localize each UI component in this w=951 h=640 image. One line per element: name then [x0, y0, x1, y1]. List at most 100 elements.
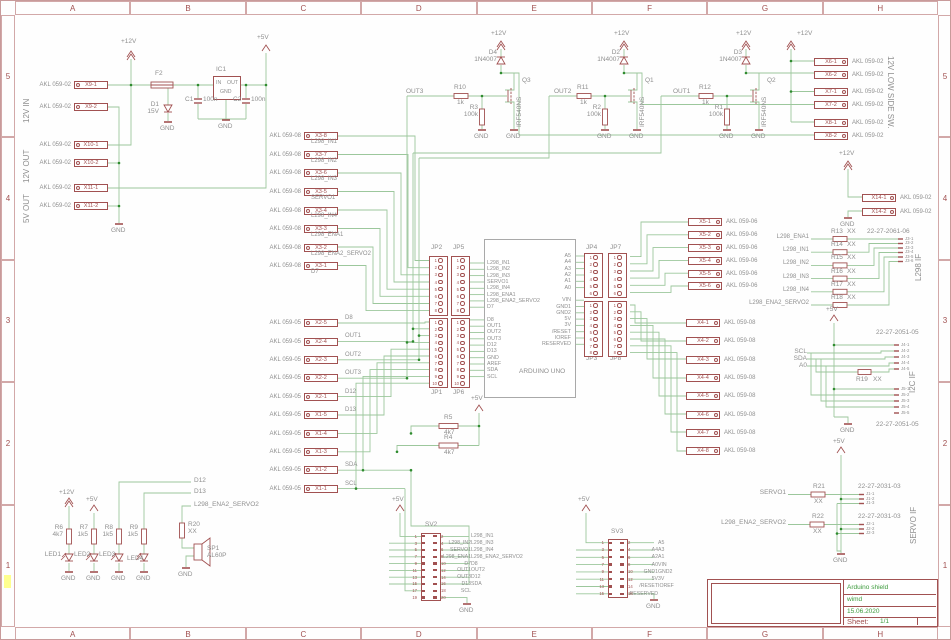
terminal[interactable]: X3-7	[304, 150, 338, 159]
net-label: SDA	[345, 462, 358, 469]
terminal[interactable]: X4-8	[686, 447, 720, 456]
terminal[interactable]: X3-4	[304, 206, 338, 215]
terminal[interactable]: X2-5	[304, 319, 338, 328]
terminal-pin-icon	[842, 59, 846, 64]
terminal[interactable]: X10-2	[74, 159, 108, 167]
pin-pad-icon	[460, 258, 465, 263]
supply-5v-label: +5V	[578, 496, 590, 503]
terminal-name: X4-1	[697, 320, 709, 327]
arduino-uno-block[interactable]	[484, 239, 576, 398]
terminal-pin-icon	[842, 133, 846, 138]
terminal[interactable]: X5-5	[688, 269, 722, 278]
terminal[interactable]: X6-2	[814, 70, 848, 79]
terminal[interactable]: X9-2	[74, 103, 108, 111]
gnd-label: GND	[111, 575, 126, 582]
terminal[interactable]: X3-2	[304, 243, 338, 252]
terminal[interactable]: X2-4	[304, 337, 338, 346]
supply-12v-label: +12V	[736, 30, 752, 37]
terminal-name: X4-7	[697, 429, 709, 436]
terminal[interactable]: X14-1	[862, 194, 896, 202]
terminal[interactable]: X1-3	[304, 447, 338, 456]
pin-label: J2-1	[866, 521, 875, 526]
terminal[interactable]: X6-1	[814, 57, 848, 66]
terminal-name: X2-2	[315, 375, 327, 382]
terminal[interactable]: X1-1	[304, 484, 338, 493]
terminal-name: X1-5	[315, 412, 327, 419]
terminal-pin-icon	[306, 208, 310, 213]
pin-pad-icon	[433, 576, 437, 579]
terminal[interactable]: X7-2	[814, 101, 848, 109]
terminal-pin-icon	[306, 134, 310, 139]
terminal[interactable]: X1-5	[304, 411, 338, 420]
terminal[interactable]: X11-1	[74, 184, 108, 192]
pin-number: 10	[628, 569, 633, 575]
terminal[interactable]: X7-1	[814, 88, 848, 96]
pin-pad-icon	[438, 272, 443, 278]
connector-sv3[interactable]	[608, 539, 628, 598]
l298-row: L298_ENA1 R13 XX	[701, 228, 856, 245]
terminal[interactable]: X2-2	[304, 374, 338, 383]
pin-pad-icon	[460, 326, 465, 332]
terminal[interactable]: X10-1	[74, 141, 108, 149]
resistor-ref: R13	[831, 228, 843, 235]
terminal[interactable]: X14-2	[862, 208, 896, 216]
header-pin: 8	[585, 350, 602, 357]
terminal[interactable]: X4-6	[686, 410, 720, 419]
header-pin: 5	[430, 286, 447, 293]
terminal[interactable]: X4-5	[686, 392, 720, 401]
terminal[interactable]: X2-1	[304, 392, 338, 401]
pin-number: 7	[414, 554, 417, 560]
terminal-type: AKL 059-05	[269, 412, 301, 419]
terminal[interactable]: X4-2	[686, 337, 720, 346]
r22-ref: R22	[812, 513, 824, 520]
terminal[interactable]: X4-7	[686, 428, 720, 437]
terminal[interactable]: X1-2	[304, 466, 338, 475]
terminal[interactable]: X3-6	[304, 169, 338, 178]
terminal[interactable]: X1-4	[304, 429, 338, 438]
terminal-type: AKL 059-05	[269, 430, 301, 437]
terminal[interactable]: X5-1	[688, 218, 722, 227]
pin-pad-icon	[608, 563, 612, 566]
pin-pad-icon	[438, 326, 443, 332]
component-symbols[interactable]	[60, 40, 903, 605]
resistor-value: XX	[847, 241, 856, 249]
regulator-ic[interactable]: IN OUT GND	[213, 76, 241, 100]
net-label: OUT3	[345, 370, 362, 377]
pin-pad-icon	[421, 569, 425, 572]
terminal[interactable]: X3-8	[304, 132, 338, 141]
terminal[interactable]: X4-4	[686, 374, 720, 383]
pin-pad-icon	[421, 548, 425, 552]
terminal[interactable]: X4-3	[686, 355, 720, 364]
terminal[interactable]: X5-4	[688, 256, 722, 265]
terminal[interactable]: X5-3	[688, 243, 722, 252]
terminal[interactable]: X3-3	[304, 225, 338, 234]
terminal[interactable]: X3-5	[304, 188, 338, 197]
terminal[interactable]: X5-2	[688, 231, 722, 240]
terminal[interactable]: X4-1	[686, 319, 720, 328]
pin-number: 2	[441, 533, 444, 539]
terminal[interactable]: X8-1	[814, 118, 848, 127]
header-pin: 1	[585, 254, 602, 261]
terminal[interactable]: X2-3	[304, 355, 338, 364]
terminal[interactable]: X3-1	[304, 262, 338, 271]
terminal-type: AKL 059-02	[39, 142, 71, 148]
terminal[interactable]: X5-6	[688, 282, 722, 291]
terminal-name: X14-2	[871, 209, 887, 215]
terminal[interactable]: X11-2	[74, 202, 108, 210]
i2c-connector-type-bottom: 22-27-2051-05	[876, 421, 919, 428]
pin-pad-icon	[438, 279, 443, 285]
terminal-name: X10-2	[83, 160, 99, 166]
terminal[interactable]: X9-1	[74, 81, 108, 89]
pin-pad-icon	[421, 576, 425, 579]
terminal[interactable]: X8-2	[814, 131, 848, 140]
